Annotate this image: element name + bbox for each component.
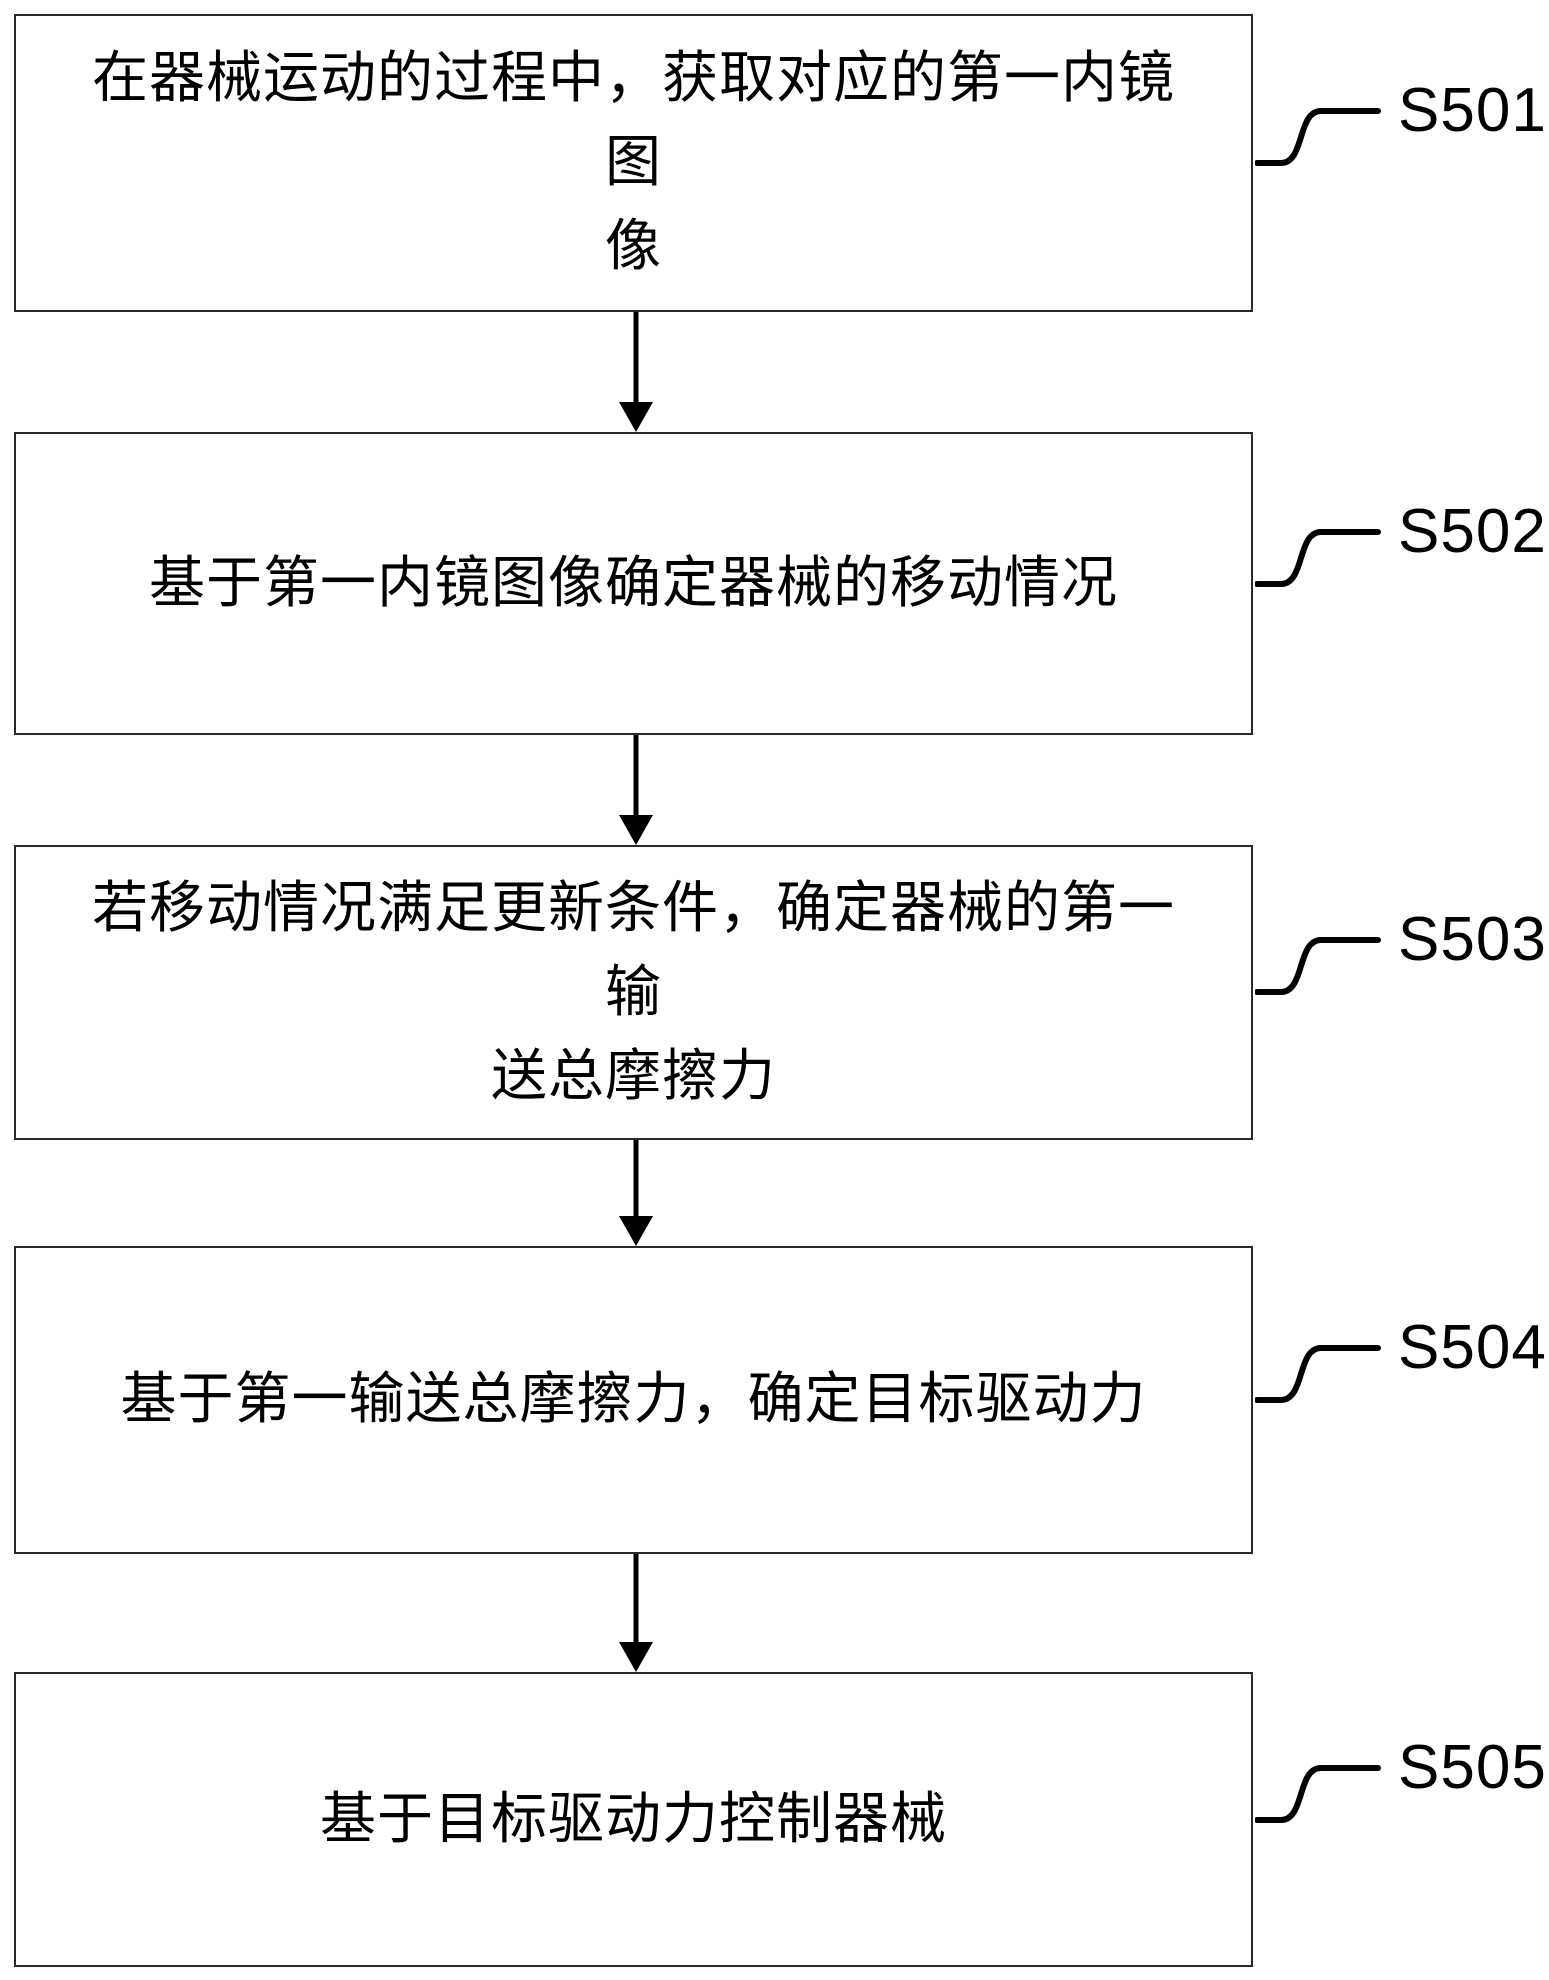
arrow-down-icon-4 — [619, 1554, 653, 1672]
label-connector-s502 — [1255, 529, 1381, 587]
label-connector-s504 — [1255, 1345, 1381, 1403]
arrow-down-icon-2 — [619, 735, 653, 845]
label-connector-s501 — [1255, 108, 1381, 166]
step-label-s502: S502 — [1398, 497, 1547, 566]
flow-step-box-s503: 若移动情况满足更新条件，确定器械的第一输 送总摩擦力 — [14, 845, 1253, 1140]
flow-step-text-s504: 基于第一输送总摩擦力，确定目标驱动力 — [120, 1369, 1147, 1431]
step-label-s505: S505 — [1398, 1733, 1547, 1802]
flow-step-box-s504: 基于第一输送总摩擦力，确定目标驱动力 — [14, 1246, 1253, 1554]
label-connector-s505 — [1255, 1765, 1381, 1823]
flow-step-box-s502: 基于第一内镜图像确定器械的移动情况 — [14, 432, 1253, 735]
step-label-s501: S501 — [1398, 76, 1547, 145]
flow-step-box-s501: 在器械运动的过程中，获取对应的第一内镜图 像 — [14, 14, 1253, 312]
flow-step-text-s501: 在器械运动的过程中，获取对应的第一内镜图 像 — [92, 48, 1175, 278]
flow-step-text-s503: 若移动情况满足更新条件，确定器械的第一输 送总摩擦力 — [92, 877, 1175, 1108]
step-label-s503: S503 — [1398, 905, 1547, 974]
flow-step-box-s505: 基于目标驱动力控制器械 — [14, 1672, 1253, 1967]
arrow-down-icon-3 — [619, 1140, 653, 1246]
flow-step-text-s505: 基于目标驱动力控制器械 — [320, 1788, 947, 1851]
flow-step-text-s502: 基于第一内镜图像确定器械的移动情况 — [149, 552, 1118, 615]
arrow-down-icon-1 — [619, 312, 653, 432]
label-connector-s503 — [1255, 937, 1381, 995]
step-label-s504: S504 — [1398, 1313, 1547, 1382]
